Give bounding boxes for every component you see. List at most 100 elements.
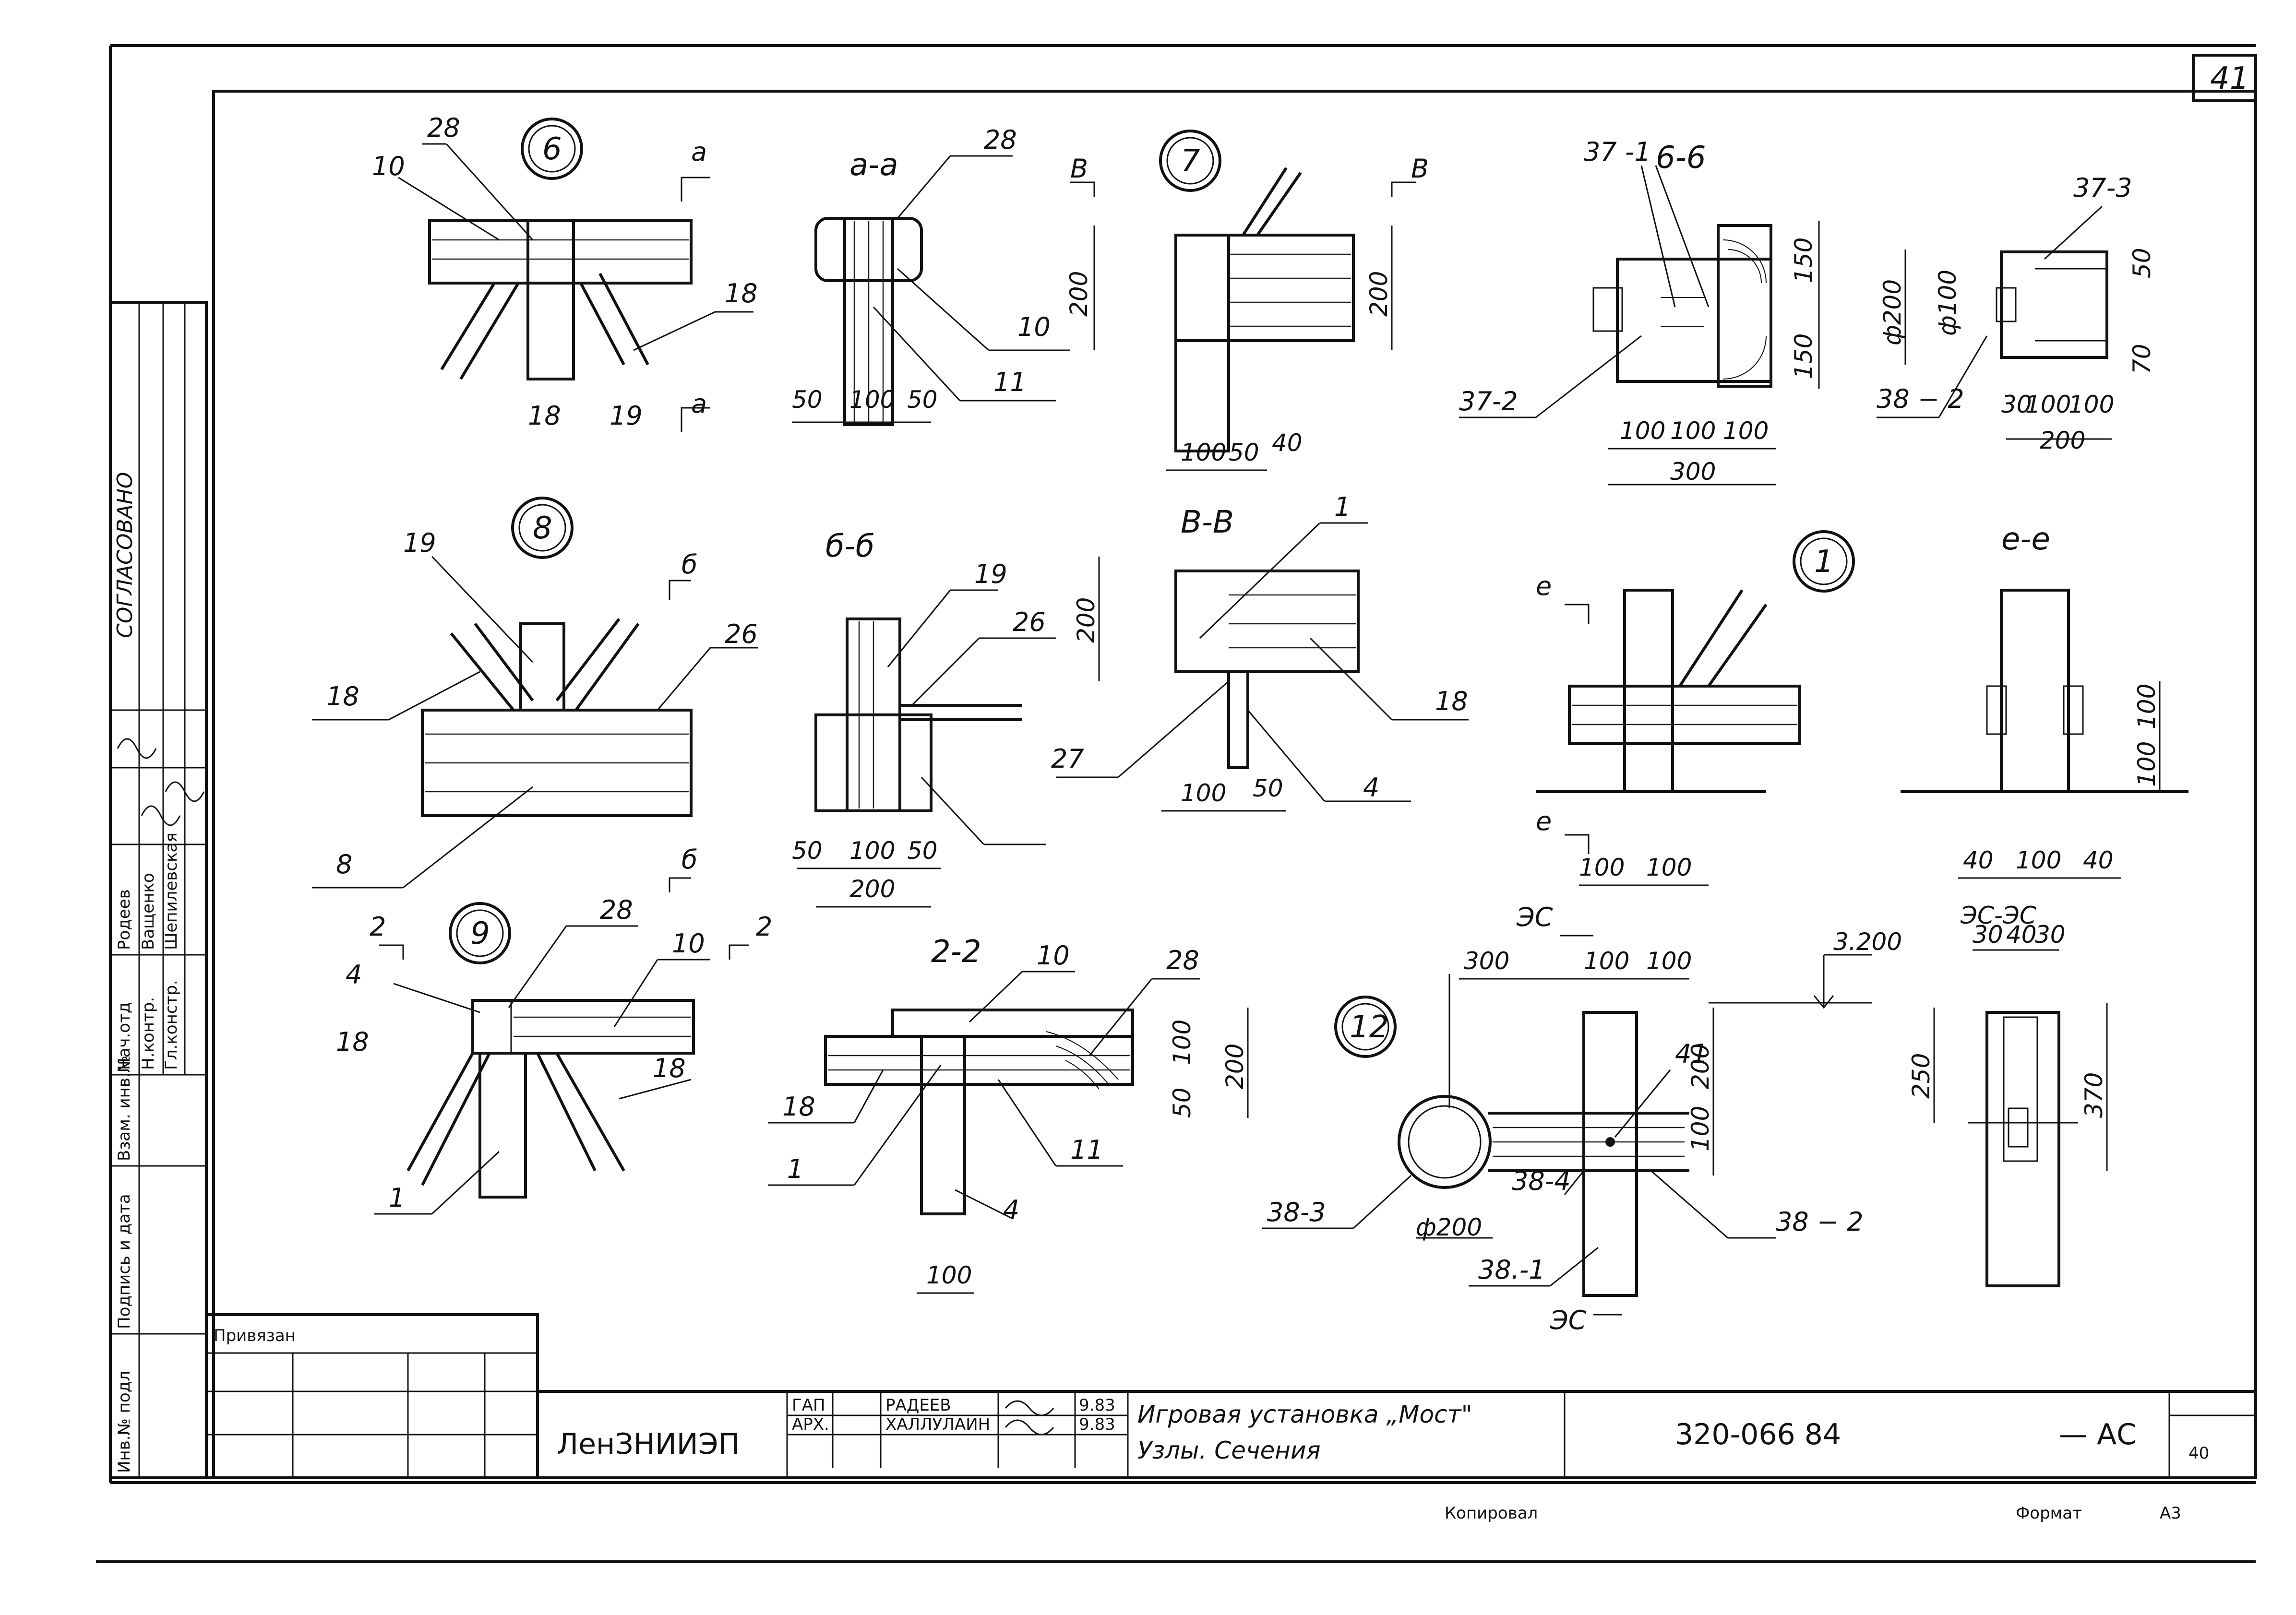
n12-dim-100a: 100 [1584,947,1629,975]
zz-dim-30b: 30 [2035,921,2066,949]
sec-e-top: е [1536,571,1552,601]
section-zz-title: ЭС-ЭС [1960,902,2036,929]
section-bb-title: б-б [825,529,874,564]
signature-1 [117,738,157,759]
sec-g-left: 2 [370,912,386,942]
name-gap: РАДЕЕВ [885,1396,951,1415]
d37-3-70: 70 [2128,344,2156,374]
n9-label-28: 28 [600,895,633,925]
ss-dim-100b: 100 [1670,417,1716,445]
n1-dim-100b: 100 [1646,854,1692,881]
vv-label-4: 4 [1363,772,1379,803]
n1-dim-100a: 100 [1579,854,1625,881]
stamp-col-1: Нач.отд [115,1002,134,1070]
sec-v-left: В [1070,154,1088,184]
node6-label-18: 18 [725,278,758,309]
aa-label-28: 28 [984,125,1017,155]
ee-dim-100b: 100 [2133,741,2161,787]
gg-dim-200: 200 [1221,1044,1249,1089]
gg-dim-100b: 100 [926,1261,972,1289]
section-vv-title: В-В [1181,505,1234,540]
bb-dim-100: 100 [849,837,895,865]
signature-gap [1004,1400,1054,1416]
ee-dim-40b: 40 [2083,846,2114,874]
n7-dim-50: 50 [1229,439,1259,466]
node-9-number: 9 [470,916,490,951]
n12-label-38-4: 38-4 [1512,1166,1571,1196]
label-38-2-detail: 38 − 2 [1877,384,1964,414]
n7-dim-40: 40 [1272,429,1303,457]
aa-label-11: 11 [993,367,1027,397]
stamp-name-1: Родеев [115,889,134,950]
bb-label-26: 26 [1013,607,1046,637]
sheet-small: 40 [2188,1444,2209,1463]
bound-label: Привязан [214,1326,296,1345]
gg-dim-100: 100 [1168,1020,1196,1065]
signature-3 [165,781,205,802]
bb-dim-200: 200 [849,875,895,903]
node6-label-18b: 18 [528,401,561,431]
d37-3-phi100: ф100 [1934,270,1961,336]
node-1: 1 е е 100 100 [1536,530,1855,886]
zz-dim-370: 370 [2080,1072,2108,1118]
doc-mark: — АС [2059,1418,2137,1451]
approval-label: СОГЛАСОВАНО [113,472,137,638]
sec-v-right: В [1411,154,1429,184]
gg-label-28: 28 [1166,945,1199,975]
node-9: 9 2 2 28 10 4 18 18 1 [336,895,772,1215]
n7-dim-200b: 200 [1365,271,1393,317]
ee-dim-40a: 40 [1963,846,1994,874]
aa-dim-50a: 50 [792,386,823,414]
d37-3-100b: 100 [2069,391,2114,418]
ss-dim-150b: 150 [1790,333,1818,379]
vv-label-18: 18 [1435,686,1468,716]
section-aa: а-а 28 10 11 50 100 50 [792,125,1070,426]
sec-g-right: 2 [756,912,772,942]
node6-label-28: 28 [427,113,460,143]
sec-b-bottom: б [682,844,697,875]
gg-label-4: 4 [1003,1195,1019,1225]
n12-dim-100b: 100 [1646,947,1692,975]
field-vzam: Взам. инв.№ [115,1056,134,1161]
gg-label-18: 18 [782,1092,815,1122]
n12-label-41: 41 [1675,1039,1708,1069]
field-inv-podl: Инв.№ подл [115,1371,134,1473]
node6-label-10: 10 [372,151,405,181]
name-arch: ХАЛЛУЛАИН [885,1415,990,1434]
vv-dim-100: 100 [1181,779,1226,807]
node-8-number: 8 [533,511,552,546]
n12-phi200: ф200 [1416,1213,1482,1241]
n12-label-38-2: 38 − 2 [1776,1207,1864,1237]
node6-label-19: 19 [610,401,643,431]
n8-label-8: 8 [336,849,352,879]
node-7-number: 7 [1181,143,1200,179]
d37-3-100a: 100 [2025,391,2071,418]
stamp-name-2: Ващенко [139,873,158,950]
aa-dim-50b: 50 [907,386,938,414]
zz-dim-250: 250 [1907,1053,1935,1099]
date-1: 9.83 [1079,1396,1115,1415]
stamp-col-2: Н.контр. [139,997,158,1070]
label-37-3: 37-3 [2073,173,2132,203]
sec-a-top: а [691,137,707,167]
aa-label-10: 10 [1017,312,1051,342]
gg-dim-50: 50 [1168,1087,1196,1118]
footer-format-val: А3 [2160,1504,2181,1523]
left-stamp: СОГЛАСОВАНО Нач.отд Н.контр. Гл.констр. … [109,301,208,1479]
sec-z-top: ЭС [1516,902,1553,932]
n12-label-38-3: 38-3 [1267,1197,1326,1227]
ss-dim-300: 300 [1670,458,1716,486]
org-name: ЛенЗНИИЭП [557,1427,740,1461]
ee-dim-100a: 100 [2133,684,2161,729]
gg-label-10: 10 [1037,940,1070,971]
sec-z-bottom: ЭС [1550,1305,1587,1335]
section-aa-title: а-а [849,147,898,183]
vv-label-27: 27 [1051,744,1084,774]
bb-dim-50b: 50 [907,837,938,865]
d37-3-200: 200 [2040,427,2085,454]
section-ee-title: е-е [2001,522,2050,557]
n9-label-18a: 18 [336,1027,369,1057]
gg-label-1: 1 [787,1154,803,1184]
ss-label-37-1: 37 -1 [1584,137,1651,167]
